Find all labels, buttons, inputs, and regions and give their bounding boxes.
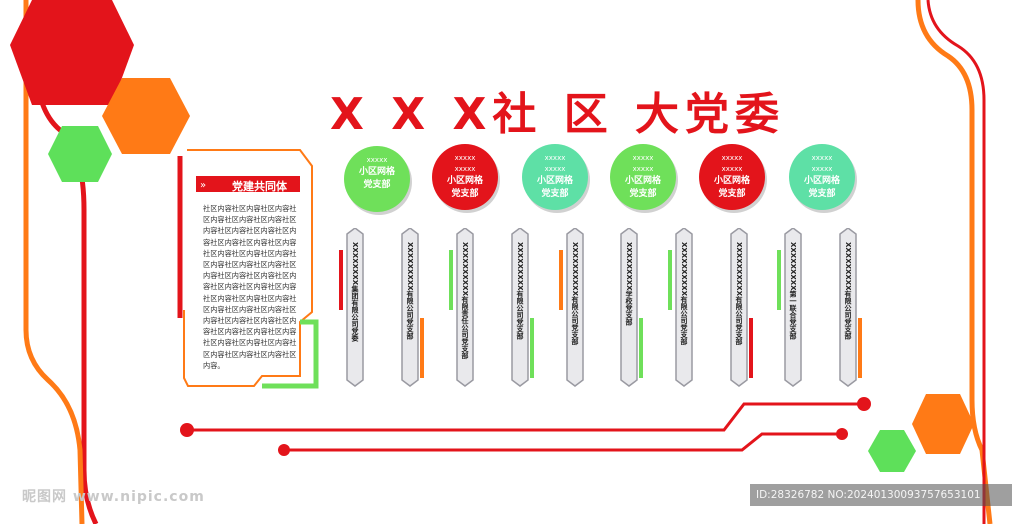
circle-label: 小区网格 [446,176,483,186]
member-unit-name: XXXXXXXXXX有限公司党支部 [680,242,688,345]
svg-text:»: » [200,180,206,191]
member-unit-name: XXXXXXXXX学校党支部 [625,242,633,326]
member-unit-pill: XXXXXXXXX有限公司党支部 [508,228,534,387]
member-unit-pill: XXXXXXXXX有限公司党支部 [836,228,862,387]
member-unit-pill: XXXXXXXXXX有限责任公司党支部 [449,228,477,387]
circle-label: 党支部 [541,189,569,199]
hexagon-orange [102,78,190,154]
hexagon-green [48,126,112,182]
right-red-curve [926,0,986,524]
member-unit-name: XXXXXXXX集团有限公司党委 [351,242,359,342]
hexagon-green-br [868,430,916,472]
member-unit-pill: XXXXXXXXXX有限公司党支部 [668,228,696,387]
member-unit-name: XXXXXXXXXX有限公司党支部 [571,242,579,345]
circle-placeholder: xxxxx [544,165,566,173]
page-title: X X X社 区 大党委 [330,89,786,140]
circle-label: 党支部 [363,180,391,190]
circle-label: 小区网格 [713,176,750,186]
circle-placeholder: xxxxx [721,165,743,173]
circle-placeholder: xxxxx [811,165,833,173]
panel-heading: 党建共同体 [232,180,287,193]
circle-label: 党支部 [629,189,657,199]
circle-label: 小区网格 [803,176,840,186]
member-unit-pill: XXXXXXXXX第一联合党支部 [777,228,805,387]
circle-label: 党支部 [808,189,836,199]
member-unit-name: XXXXXXXXX有限公司党支部 [844,242,852,340]
circle-placeholder: xxxxx [454,154,476,162]
member-unit-name: XXXXXXXXXX有限责任公司党支部 [461,242,469,359]
panel-body-text: 社区内容社区内容社区内容社区内容社区内容社区内容社区内容社区内容社区内容社区内容… [203,204,297,370]
circle-label: 小区网格 [358,167,395,177]
member-unit-pill: XXXXXXXX集团有限公司党委 [339,228,367,387]
grid-branch-circle: xxxxx xxxxx 小区网格 党支部 [699,144,765,210]
right-orange-curve [915,0,993,524]
grid-branch-circle: xxxxx 小区网格 党支部 [344,146,410,212]
circle-placeholder: xxxxx [454,165,476,173]
circle-label: 小区网格 [624,176,661,186]
circle-placeholder: xxxxx [366,156,388,164]
left-orange-curve [23,0,85,524]
circle-placeholder: xxxxx [721,154,743,162]
grid-branch-circle: xxxxx xxxxx 小区网格 党支部 [610,144,676,210]
hexagon-red [10,0,134,105]
panel-frame [183,149,313,387]
circle-placeholder: xxxxx [544,154,566,162]
watermark-site: 昵图网 www.nipic.com [22,489,205,505]
watermark-id: ID:28326782 NO:20240130093757653101 [750,484,1012,506]
circuit-line-2 [284,432,842,452]
hexagon-orange-br [912,394,974,454]
grid-branch-circle: xxxxx xxxxx 小区网格 党支部 [432,144,498,210]
member-unit-name: XXXXXXXXX有限公司党支部 [516,242,524,340]
member-unit-name: XXXXXXXXX第一联合党支部 [789,242,797,340]
circle-label: 小区网格 [536,176,573,186]
member-unit-pill: XXXXXXXXXX有限公司党支部 [727,228,753,387]
circle-placeholder: xxxxx [811,154,833,162]
member-unit-pill: XXXXXXXXX学校党支部 [617,228,643,387]
circle-placeholder: xxxxx [632,165,654,173]
circle-label: 党支部 [718,189,746,199]
member-unit-pill: XXXXXXXXXX有限公司党支部 [559,228,587,387]
circuit-line-1 [187,402,864,432]
circle-placeholder: xxxxx [632,154,654,162]
grid-branch-circle: xxxxx xxxxx 小区网格 党支部 [789,144,855,210]
member-unit-pill: XXXXXXXXX有限公司党支部 [398,228,424,387]
member-unit-name: XXXXXXXXXX有限公司党支部 [735,242,743,345]
member-unit-name: XXXXXXXXX有限公司党支部 [406,242,414,340]
grid-branch-circle: xxxxx xxxxx 小区网格 党支部 [522,144,588,210]
circle-label: 党支部 [451,189,479,199]
